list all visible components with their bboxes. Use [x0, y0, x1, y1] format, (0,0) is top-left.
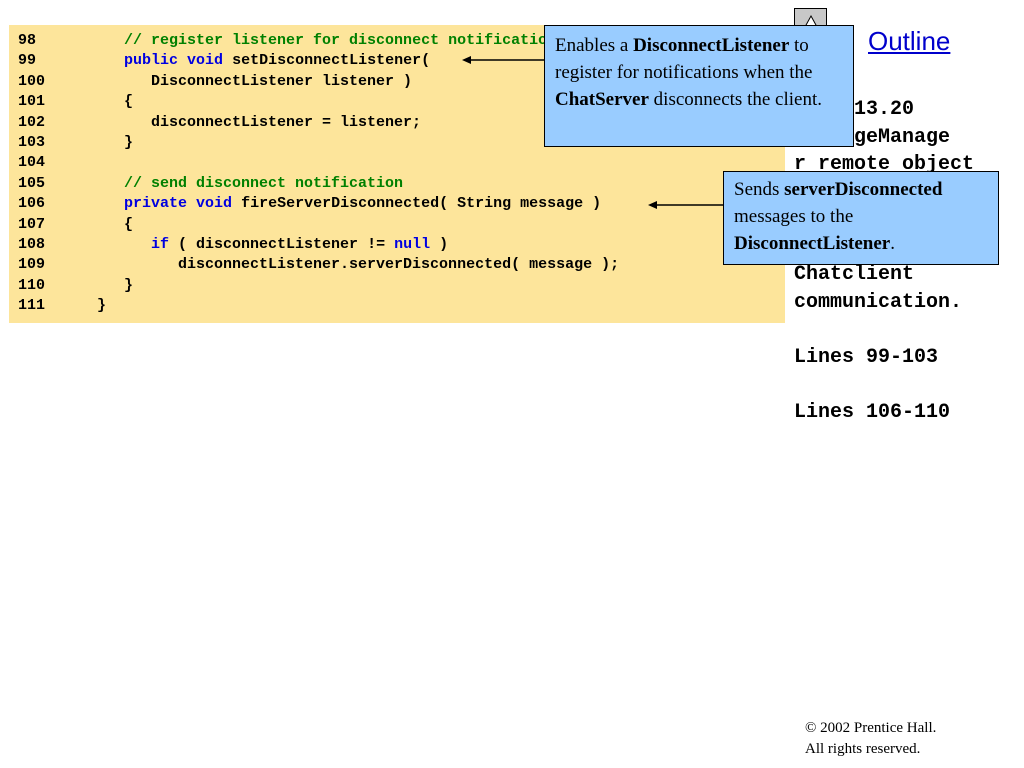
line-number: 109 — [18, 256, 46, 274]
code-token: ( disconnectListener != — [169, 236, 395, 253]
code-token: { — [70, 93, 134, 111]
code-text: public void setDisconnectListener( — [70, 51, 430, 71]
callout-set-listener: Enables a DisconnectListener to register… — [544, 25, 854, 147]
code-token: } — [70, 297, 107, 315]
line-number: 100 — [18, 72, 46, 90]
outline-link[interactable]: Outline — [868, 26, 951, 56]
line-number: 98 — [18, 32, 37, 49]
code-token: fireServerDisconnected( String message ) — [232, 195, 602, 213]
code-token — [70, 195, 124, 212]
code-token: } — [70, 134, 134, 151]
line-number: 108 — [18, 236, 46, 253]
callout-1-bold-2: ChatServer — [555, 89, 649, 110]
code-token: disconnectListener.serverDisconnected( m… — [70, 256, 620, 274]
line-number: 106 — [18, 195, 46, 213]
code-text: DisconnectListener listener ) — [70, 72, 412, 92]
code-text: { — [70, 215, 133, 235]
line-number: 99 — [18, 52, 37, 70]
copyright: © 2002 Prentice Hall. All rights reserve… — [805, 718, 936, 760]
code-token — [70, 236, 151, 253]
code-token — [187, 195, 196, 212]
code-keyword: null — [394, 236, 431, 253]
copyright-line-1: © 2002 Prentice Hall. — [805, 720, 937, 736]
code-keyword: if — [151, 236, 170, 253]
code-text: if ( disconnectListener != null ) — [70, 235, 448, 255]
code-token: setDisconnectListener( — [223, 52, 431, 70]
code-token: } — [70, 276, 134, 294]
code-text: // register listener for disconnect noti… — [70, 31, 565, 51]
line-number: 104 — [18, 154, 46, 172]
code-token — [70, 175, 124, 192]
code-text: disconnectListener.serverDisconnected( m… — [70, 255, 619, 275]
callout-2-bold-2: DisconnectListener — [734, 233, 891, 254]
code-token: ) — [430, 236, 449, 253]
code-token: DisconnectListener listener ) — [70, 72, 413, 90]
code-text: } — [70, 276, 133, 296]
code-text: } — [70, 133, 133, 153]
code-text: { — [70, 92, 133, 112]
line-number: 101 — [18, 93, 46, 111]
copyright-line-2: All rights reserved. — [805, 741, 921, 757]
line-number: 107 — [18, 215, 46, 233]
line-number: 103 — [18, 134, 46, 151]
code-text: } — [70, 296, 106, 316]
code-comment: // send disconnect notification — [124, 174, 404, 192]
line-number: 111 — [18, 297, 46, 315]
code-keyword: void — [187, 52, 224, 70]
code-comment: // register listener for disconnect noti… — [124, 32, 566, 49]
callout-fire-disconnected: Sends serverDisconnected messages to the… — [723, 171, 999, 265]
code-keyword: void — [196, 195, 233, 213]
line-number: 102 — [18, 113, 46, 131]
line-number: 105 — [18, 174, 46, 192]
code-token — [70, 52, 124, 69]
code-text: private void fireServerDisconnected( Str… — [70, 194, 601, 214]
code-keyword: private — [124, 195, 188, 213]
callout-2-bold-1: serverDisconnected — [784, 179, 943, 200]
code-text: // send disconnect notification — [70, 174, 403, 194]
code-keyword: public — [124, 52, 179, 70]
code-token — [178, 52, 187, 69]
code-token — [70, 32, 124, 49]
line-number: 110 — [18, 276, 46, 294]
code-token: disconnectListener = listener; — [70, 113, 422, 131]
callout-1-bold-1: DisconnectListener — [633, 35, 790, 56]
code-token: { — [70, 215, 134, 233]
code-text: disconnectListener = listener; — [70, 113, 421, 133]
